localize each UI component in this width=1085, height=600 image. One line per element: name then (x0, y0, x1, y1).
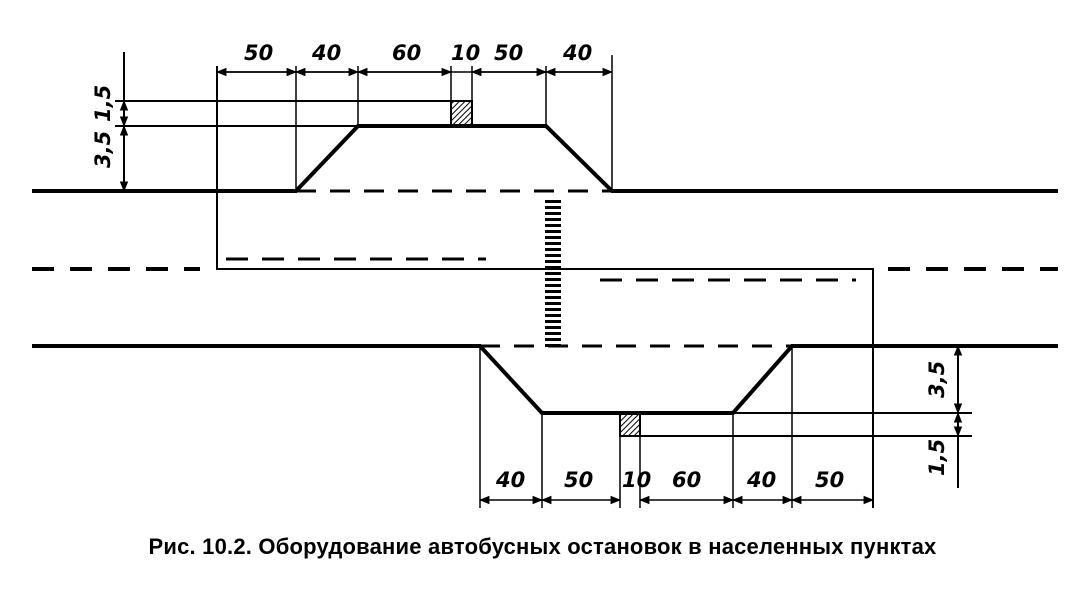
zebra-stripe (545, 338, 561, 341)
zebra-stripe (545, 320, 561, 323)
top-stop-dimensions (115, 52, 614, 193)
top-length-labels: 50 40 60 10 50 40 (244, 41, 592, 65)
zebra-stripe (545, 272, 561, 275)
top-width-1-5: 1,5 (91, 85, 115, 122)
road-layout (32, 66, 1058, 508)
zebra-stripe (545, 278, 561, 281)
zebra-stripe (545, 326, 561, 329)
zebra-stripe (545, 254, 561, 257)
zebra-stripe (545, 230, 561, 233)
zebra-stripe (545, 260, 561, 263)
zebra-stripe (545, 290, 561, 293)
bottom-road-edge (32, 344, 1058, 415)
zebra-stripe (545, 200, 561, 203)
top-dim-1: 50 (244, 41, 273, 65)
zebra-stripe (545, 206, 561, 209)
pedestrian-crossing (545, 200, 561, 347)
zebra-stripe (545, 236, 561, 239)
zebra-stripe (545, 248, 561, 251)
top-road-edge (32, 124, 1058, 193)
top-dim-6: 40 (562, 41, 592, 65)
bottom-stop-dimensions (478, 344, 972, 508)
zebra-stripe (545, 302, 561, 305)
bottom-pavilion-icon (619, 412, 641, 437)
zebra-stripe (545, 266, 561, 269)
zebra-stripe (545, 242, 561, 245)
zebra-stripe (545, 308, 561, 311)
zebra-stripe (545, 314, 561, 317)
zebra-stripe (545, 224, 561, 227)
zebra-stripe (545, 296, 561, 299)
bottom-dim-6: 50 (815, 468, 844, 492)
figure-caption: Рис. 10.2. Оборудование автобусных остан… (148, 534, 937, 559)
top-dim-2: 40 (311, 41, 341, 65)
zebra-stripe (545, 212, 561, 215)
bottom-dim-4: 60 (672, 468, 701, 492)
top-dim-5: 50 (494, 41, 523, 65)
zebra-stripe (545, 218, 561, 221)
top-width-3-5: 3,5 (91, 131, 115, 168)
top-width-labels: 3,5 1,5 (91, 85, 115, 168)
zebra-stripe (545, 284, 561, 287)
bottom-dim-2: 50 (564, 468, 593, 492)
zebra-stripe (545, 332, 561, 335)
top-dim-3: 60 (392, 41, 421, 65)
bottom-dim-5: 40 (746, 468, 776, 492)
top-dim-4: 10 (451, 41, 480, 65)
bottom-length-labels: 40 50 10 60 40 50 (495, 468, 844, 492)
bottom-width-3-5: 3,5 (925, 361, 949, 398)
bottom-dim-1: 40 (495, 468, 525, 492)
bottom-width-1-5: 1,5 (925, 439, 949, 476)
zebra-stripe (545, 344, 561, 347)
top-pavilion-icon (450, 100, 473, 127)
bottom-dim-3: 10 (622, 468, 651, 492)
bottom-width-labels: 3,5 1,5 (925, 361, 949, 476)
